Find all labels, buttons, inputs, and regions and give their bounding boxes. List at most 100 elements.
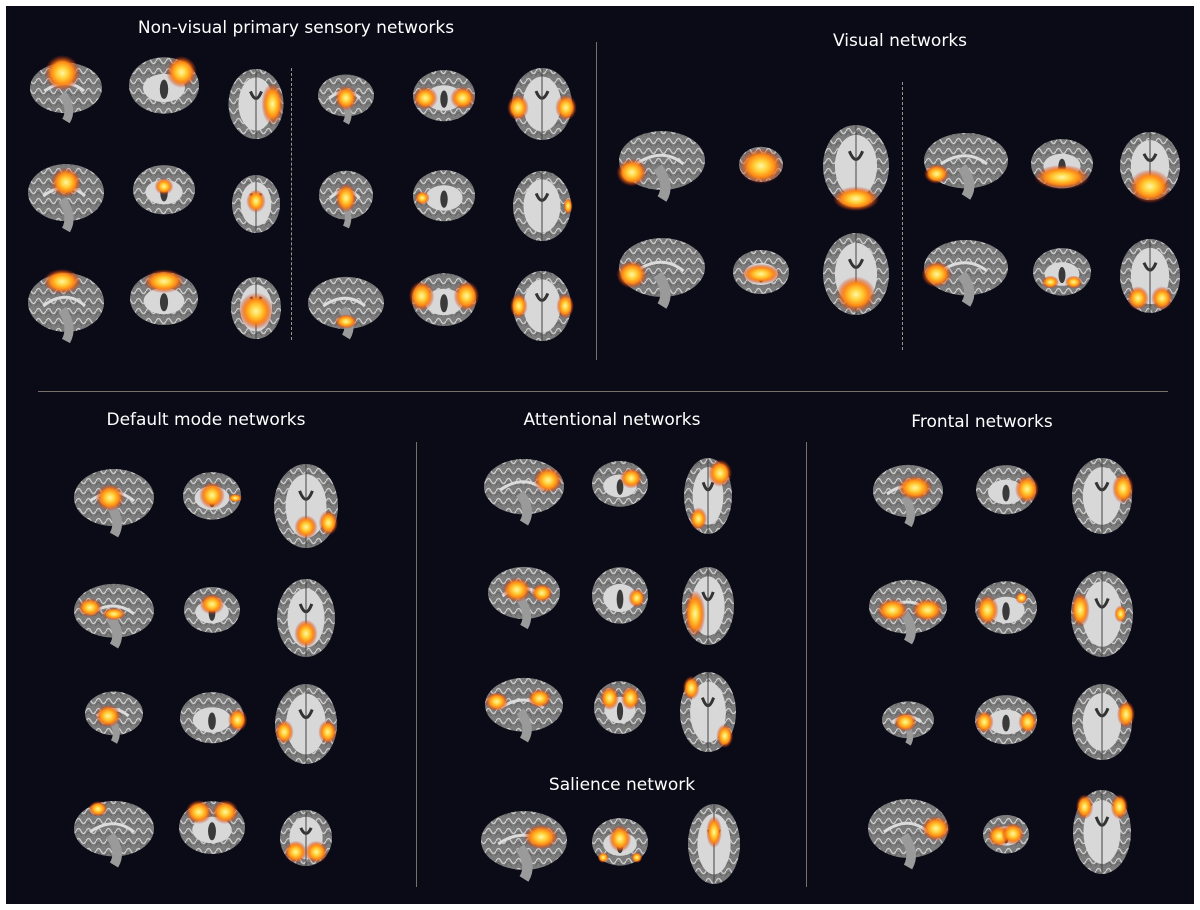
brain-sagittal-slice — [882, 701, 934, 746]
activation-blob — [976, 595, 999, 625]
brain-sagittal-slice — [30, 55, 102, 124]
activation-blob — [1151, 286, 1173, 311]
brain-axial-slice — [688, 804, 740, 884]
activation-blob — [335, 183, 357, 213]
activation-blob — [102, 607, 126, 621]
activation-blob — [836, 276, 876, 313]
activation-blob — [620, 467, 643, 489]
activation-blob — [832, 186, 880, 212]
brain-sagittal-slice — [28, 164, 104, 233]
brain-axial-slice — [1072, 684, 1135, 760]
activation-blob — [334, 314, 358, 329]
activation-blob — [1117, 700, 1135, 729]
activation-blob — [608, 825, 632, 853]
activation-blob — [716, 724, 734, 748]
activation-blob — [212, 800, 239, 824]
activation-blob — [876, 598, 909, 622]
brain-sagittal-slice — [616, 131, 705, 202]
brain-axial-slice — [277, 579, 335, 657]
brain-sagittal-slice — [873, 464, 943, 528]
activation-blob — [682, 676, 700, 700]
brain-sagittal-slice — [85, 691, 143, 744]
divider-dmn-attentional — [416, 442, 417, 887]
activation-blob — [1064, 275, 1083, 289]
brain-coronal-slice — [975, 581, 1037, 634]
brain-coronal-slice — [592, 567, 648, 624]
title-visual-networks: Visual networks — [832, 31, 968, 51]
figure-canvas: Non-visual primary sensory networks Visu… — [6, 6, 1194, 904]
activation-blob — [228, 708, 248, 732]
activation-blob — [897, 475, 933, 501]
brain-coronal-slice — [592, 818, 648, 866]
brain-sagittal-slice — [488, 566, 560, 630]
activation-blob — [1112, 473, 1134, 504]
brain-sagittal-slice — [74, 800, 154, 868]
activation-blob — [408, 281, 435, 311]
brain-coronal-slice — [179, 800, 245, 854]
brain-coronal-slice — [184, 587, 240, 633]
brain-coronal-slice — [408, 273, 480, 326]
activation-blob — [911, 598, 944, 622]
activation-blob — [238, 292, 274, 330]
activation-blob — [50, 167, 82, 198]
activation-blob — [600, 686, 619, 710]
activation-blob — [1041, 275, 1060, 289]
brain-coronal-slice — [413, 70, 475, 122]
brain-coronal-slice — [130, 269, 198, 325]
brain-axial-slice — [1072, 458, 1134, 534]
brain-sagittal-slice — [924, 132, 1008, 200]
activation-blob — [689, 507, 708, 531]
activation-blob — [95, 484, 125, 512]
title-nonvisual-sensory: Non-visual primary sensory networks — [137, 18, 455, 38]
activation-blob — [261, 83, 284, 125]
activation-blob — [597, 852, 609, 863]
activation-blob — [1015, 475, 1039, 504]
activation-blob — [555, 94, 577, 121]
brain-sagittal-slice — [869, 579, 947, 645]
activation-blob — [43, 268, 82, 295]
activation-blob — [154, 178, 174, 195]
activation-blob — [741, 264, 781, 284]
activation-blob — [510, 293, 528, 319]
brain-sagittal-slice — [868, 799, 951, 870]
brain-sagittal-slice — [485, 677, 563, 743]
brain-coronal-slice — [129, 56, 199, 114]
brain-sagittal-slice — [319, 170, 373, 229]
activation-blob — [621, 686, 640, 710]
activation-blob — [1114, 605, 1127, 623]
brain-axial-slice — [1120, 132, 1180, 204]
activation-blob — [450, 86, 475, 110]
activation-blob — [628, 588, 646, 608]
activation-blob — [631, 852, 643, 863]
brain-axial-slice — [275, 684, 338, 764]
activation-blob — [228, 493, 243, 503]
activation-blob — [531, 583, 553, 603]
activation-blob — [304, 840, 328, 864]
dashed-divider-visual — [902, 82, 903, 350]
activation-blob — [1071, 592, 1090, 627]
brain-axial-slice — [274, 464, 338, 548]
dashed-divider-nonvisual — [291, 68, 292, 340]
brain-coronal-slice — [739, 146, 783, 184]
brain-coronal-slice — [413, 170, 475, 222]
activation-blob — [502, 577, 532, 603]
activation-blob — [893, 712, 917, 732]
activation-blob — [199, 593, 225, 615]
title-frontal-networks: Frontal networks — [911, 412, 1053, 432]
activation-blob — [246, 189, 266, 213]
activation-blob — [507, 94, 529, 121]
activation-blob — [95, 704, 121, 728]
brain-sagittal-slice — [481, 811, 567, 882]
activation-blob — [334, 85, 358, 111]
activation-blob — [975, 710, 994, 734]
divider-top-sections — [596, 42, 597, 360]
activation-blob — [143, 269, 185, 294]
activation-blob — [921, 261, 952, 288]
brain-axial-slice — [1071, 571, 1133, 657]
activation-blob — [485, 692, 509, 712]
brain-axial-slice — [680, 672, 736, 752]
brain-axial-slice — [682, 567, 734, 645]
brain-axial-slice — [510, 271, 574, 341]
activation-blob — [616, 260, 648, 289]
brain-axial-slice — [1120, 239, 1180, 313]
